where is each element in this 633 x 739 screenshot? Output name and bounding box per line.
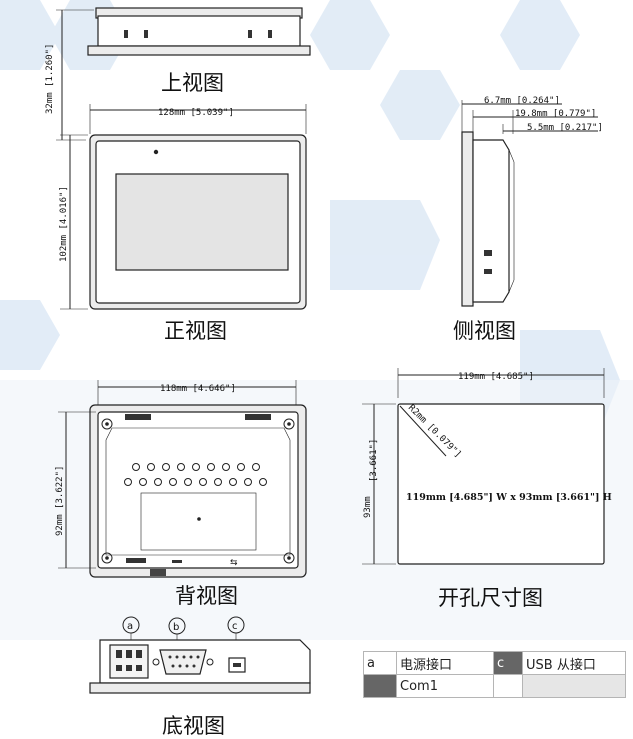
back-clip-right [245, 414, 271, 420]
top-view-flange [87, 45, 311, 56]
back-vent-holes [124, 463, 267, 486]
back-label-screw [197, 517, 201, 521]
side-depth-1-label: 6.7mm [0.264"] [484, 96, 560, 106]
cutout-height-label-left: 93mm [363, 496, 373, 518]
com1-screw-left [152, 658, 160, 666]
legend-row-1: a 电源接口 c USB 从接口 [363, 651, 626, 675]
bottom-body [99, 639, 311, 684]
side-port-1 [484, 250, 492, 256]
top-height-label: 32mm [1.260"] [45, 44, 55, 114]
power-terminal-pins [116, 650, 142, 671]
top-view-clips [124, 30, 272, 38]
com1-dsub-connector [159, 649, 207, 675]
legend-empty-cell [493, 674, 523, 698]
side-port-2 [484, 269, 492, 274]
back-bottom-tab [150, 569, 166, 576]
side-rear-profile [508, 149, 515, 293]
bottom-view-title: 底视图 [162, 714, 225, 738]
legend-label-c: USB 从接口 [522, 651, 626, 675]
top-view: 32mm [1.260"] 上视图 [45, 7, 311, 141]
back-view: 118mm [4.646"] ⇆ [55, 380, 307, 608]
cutout-view-title: 开孔尺寸图 [438, 586, 543, 610]
cutout-outline [397, 403, 605, 565]
back-label-area [140, 492, 257, 551]
legend-key-c: c [493, 651, 523, 675]
front-view: 128mm [5.039"] 102mm [4.016"] 正视图 [59, 104, 307, 343]
top-view-title: 上视图 [161, 71, 224, 95]
legend-empty-gray-cell [522, 674, 626, 698]
com1-dsub-pins [168, 655, 200, 668]
side-body [472, 139, 510, 303]
svg-text:c: c [232, 621, 238, 632]
front-screen [115, 173, 289, 271]
usb-slave-port-contact [233, 663, 241, 667]
cutout-width-label: 119mm [4.685"] [458, 372, 534, 382]
legend-row-2: Com1 [363, 674, 626, 698]
side-depth-2-label: 19.8mm [0.779"] [515, 109, 596, 119]
marker-a: a [122, 616, 140, 634]
legend-label-b: Com1 [396, 674, 494, 698]
bottom-flange [89, 682, 311, 694]
side-view: 6.7mm [0.264"] 19.8mm [0.779"] 5.5mm [0.… [453, 96, 603, 343]
com1-screw-right [206, 658, 214, 666]
cutout-corner-leader [399, 405, 447, 457]
svg-text:a: a [127, 621, 133, 632]
side-view-title: 侧视图 [453, 319, 516, 343]
back-cover [97, 411, 299, 569]
marker-b: b [168, 617, 186, 635]
back-view-title: 背视图 [175, 584, 238, 608]
power-terminal [109, 644, 149, 679]
back-mount-holes [101, 418, 295, 564]
back-clip-left [125, 414, 151, 420]
legend-key-a: a [363, 651, 397, 675]
legend-key-b [363, 674, 397, 698]
front-indicator-led [153, 149, 159, 155]
front-view-title: 正视图 [164, 319, 227, 343]
top-view-body [97, 15, 301, 47]
back-width-label: 118mm [4.646"] [160, 384, 236, 394]
side-bezel [461, 131, 474, 307]
front-width-label: 128mm [5.039"] [158, 108, 234, 118]
bottom-view: a b c 底视图 [89, 616, 311, 738]
cutout-view: 119mm [4.685"] R2mm [0.079"] 119mm [4.68… [362, 368, 612, 610]
usb-icon: ⇆ [230, 558, 238, 568]
svg-text:b: b [173, 622, 179, 633]
back-com-port [172, 560, 182, 563]
marker-c: c [227, 616, 245, 634]
back-height-label: 92mm [3.622"] [55, 466, 65, 536]
back-power-connector [126, 558, 146, 563]
legend-label-a: 电源接口 [396, 651, 494, 675]
cutout-height-label-right: [3.661"] [369, 439, 379, 482]
cutout-spec-label: 119mm [4.685"] W x 93mm [3.661"] H [406, 492, 612, 503]
back-inner-panel [105, 427, 291, 556]
side-depth-3-label: 5.5mm [0.217"] [527, 123, 603, 133]
connector-legend: a 电源接口 c USB 从接口 Com1 [363, 651, 626, 698]
front-height-label: 102mm [4.016"] [59, 186, 69, 262]
